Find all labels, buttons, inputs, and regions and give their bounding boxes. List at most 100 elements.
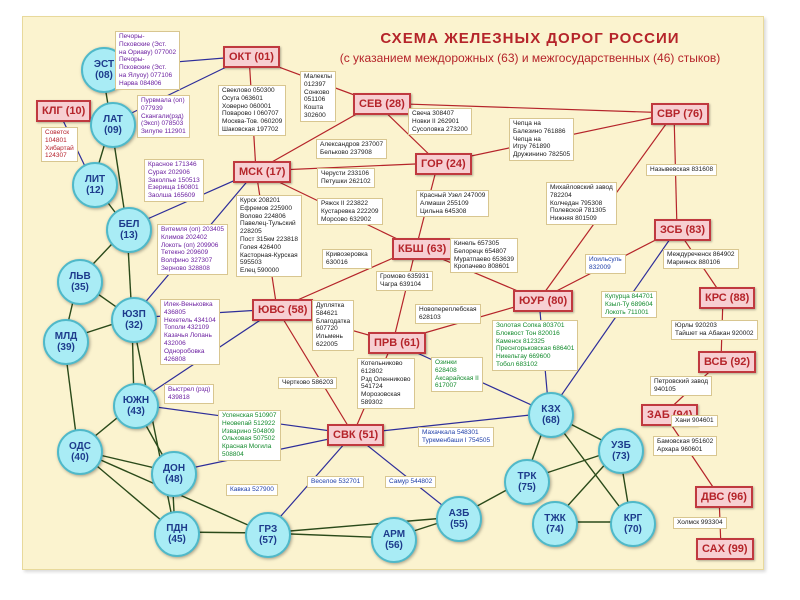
country-arm: АРМ(56)	[371, 517, 417, 563]
junction-label: Ольховая 507502	[222, 435, 275, 443]
junction-label: Благодатка	[316, 317, 351, 325]
junction-label: 302600	[304, 111, 326, 119]
junction-label: 622005	[316, 340, 338, 348]
junction-label: Голея 426400	[240, 243, 281, 251]
country-yuzp: ЮЗП(32)	[111, 297, 157, 343]
junction-label: 584621	[316, 309, 338, 317]
junction-label: Красный Узел 247009	[420, 192, 486, 199]
junction-label: Морозовская	[361, 391, 401, 399]
junction-label: Никельтау 669600	[496, 353, 551, 361]
junction-label: Поварово I 060707	[222, 110, 279, 118]
junction-label: Красная Могила	[222, 443, 272, 451]
country-name: УЗБ	[611, 440, 631, 451]
junction-label: Заколпье 150513	[148, 176, 200, 184]
junction-label: Нехетель 434104	[164, 316, 216, 324]
junction-label: 439818	[168, 393, 190, 401]
road-svr: СВР (76)	[651, 103, 709, 125]
country-code: (73)	[612, 451, 630, 462]
road-sev: СЕВ (28)	[353, 93, 411, 115]
junction-label: Илек-Веньковка	[164, 301, 213, 308]
country-yuzhn: ЮЖН(43)	[113, 383, 159, 429]
junction-label: Свеклово 050300	[222, 87, 275, 94]
junction-label: Москва-Тов. 060209	[222, 118, 283, 126]
junction-label: Михайловский завод	[550, 184, 613, 191]
diagram-title: СХЕМА ЖЕЛЕЗНЫХ ДОРОГ РОССИИ (с указанием…	[300, 30, 760, 65]
country-code: (40)	[71, 452, 89, 463]
junction-label: Ряжск II 223822	[321, 200, 368, 207]
junction-label: Рзд Оленниково	[361, 375, 411, 383]
connection-kbsh-prv	[392, 247, 417, 343]
road-klg: КЛГ (10)	[36, 100, 92, 122]
junction-label: Алмаши 255109	[420, 199, 469, 207]
junction-label: Колчедан 795308	[550, 199, 603, 207]
country-name: ЛАТ	[103, 114, 123, 125]
connection-yuvs-skv	[276, 308, 354, 435]
country-trk: ТРК(75)	[504, 459, 550, 505]
junction-label: Выстрел (рзд)	[168, 386, 211, 393]
junction-label: 541724	[361, 383, 383, 391]
junction-label: Сусоловка 273200	[412, 125, 468, 133]
junction-label: 104801	[45, 136, 67, 144]
country-pdn: ПДН(45)	[154, 511, 200, 557]
junction-label: Чепца на	[513, 120, 541, 127]
junction-label: Витемля (оп) 203405	[161, 226, 225, 233]
road-krs: КРС (88)	[699, 287, 756, 309]
junction-label: Ильмень	[316, 333, 343, 341]
junction-label: Скангали(рзд)	[141, 112, 184, 120]
junction-label: 628103	[419, 313, 441, 321]
country-code: (39)	[57, 342, 75, 353]
junction-label: Одноробовка	[164, 347, 205, 355]
junction-label: Махачкала 548301	[422, 429, 479, 436]
country-name: ДОН	[162, 463, 186, 474]
country-name: АРМ	[382, 529, 406, 540]
junction-box: Холмск 993304	[673, 517, 727, 529]
country-uzb: УЗБ(73)	[598, 428, 644, 474]
junction-label: 012397	[304, 80, 326, 88]
road-sah: САХ (99)	[696, 538, 754, 560]
junction-label: Веселое 532701	[311, 478, 361, 485]
country-don: ДОН(48)	[151, 451, 197, 497]
country-code: (74)	[546, 524, 564, 535]
connection-sev-svr	[375, 102, 675, 114]
junction-label: 832009	[589, 263, 611, 271]
connection-grz-azb	[265, 516, 458, 534]
junction-label: 508804	[222, 450, 244, 458]
junction-label: Красное 171346	[148, 161, 197, 168]
road-msk: МСК (17)	[233, 161, 292, 183]
junction-label: Котельниково	[361, 360, 403, 367]
junction-label: Муратпаево 653639	[454, 255, 514, 263]
junction-label: Кустаревка 222209	[321, 207, 379, 215]
road-kbsh: КБШ (63)	[392, 238, 453, 260]
junction-label: Печоры-	[119, 56, 145, 64]
junction-label: Преснгорьковская 686401	[496, 345, 575, 353]
junction-label: Нижняя 801509	[550, 215, 597, 223]
junction-label: Елец 590000	[240, 267, 279, 275]
junction-label: Кавказ 527900	[230, 486, 274, 493]
road-gor: ГОР (24)	[415, 153, 472, 175]
junction-label: 436805	[164, 308, 186, 316]
country-lat: ЛАТ(09)	[90, 102, 136, 148]
country-code: (68)	[542, 415, 560, 426]
road-yuur: ЮУР (80)	[513, 290, 574, 312]
country-code: (55)	[450, 519, 468, 530]
junction-label: Псковские (Эст.	[119, 64, 167, 72]
junction-label: Бамовская 951602	[657, 438, 714, 445]
country-tzhk: ТЖК(74)	[532, 501, 578, 547]
junction-label: 595503	[240, 259, 262, 267]
country-name: ПДН	[166, 523, 188, 534]
junction-label: Волфино 327307	[161, 257, 213, 265]
